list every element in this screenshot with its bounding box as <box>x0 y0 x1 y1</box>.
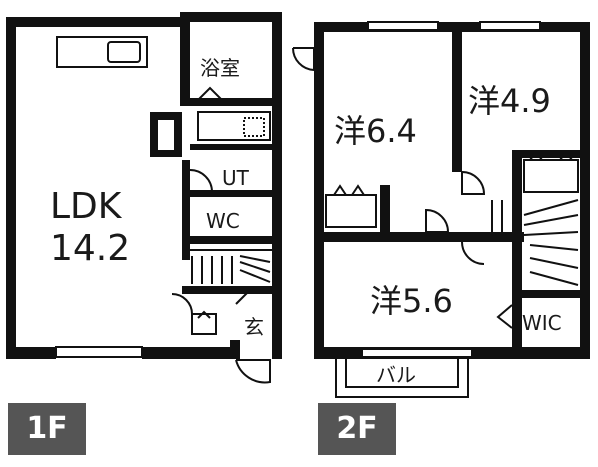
room-west-c-label: 洋5.6 <box>370 282 453 320</box>
toilet-label: WC <box>206 209 240 233</box>
balcony-label: バル <box>376 363 416 387</box>
utility-label: UT <box>222 166 250 190</box>
floor2-tag: 2F <box>318 403 396 455</box>
closet-label: WIC <box>522 311 562 335</box>
bath-label: 浴室 <box>200 56 240 80</box>
room-west-b-label: 洋4.9 <box>468 82 551 120</box>
floor2-plan <box>291 21 590 398</box>
floor1-tag: 1F <box>8 403 86 455</box>
floor1-plan <box>6 12 282 384</box>
ldk-size-label: 14.2 <box>50 228 130 269</box>
room-west-a-label: 洋6.4 <box>334 112 417 150</box>
entrance-label: 玄 <box>244 315 264 339</box>
ldk-name-label: LDK <box>50 186 123 227</box>
